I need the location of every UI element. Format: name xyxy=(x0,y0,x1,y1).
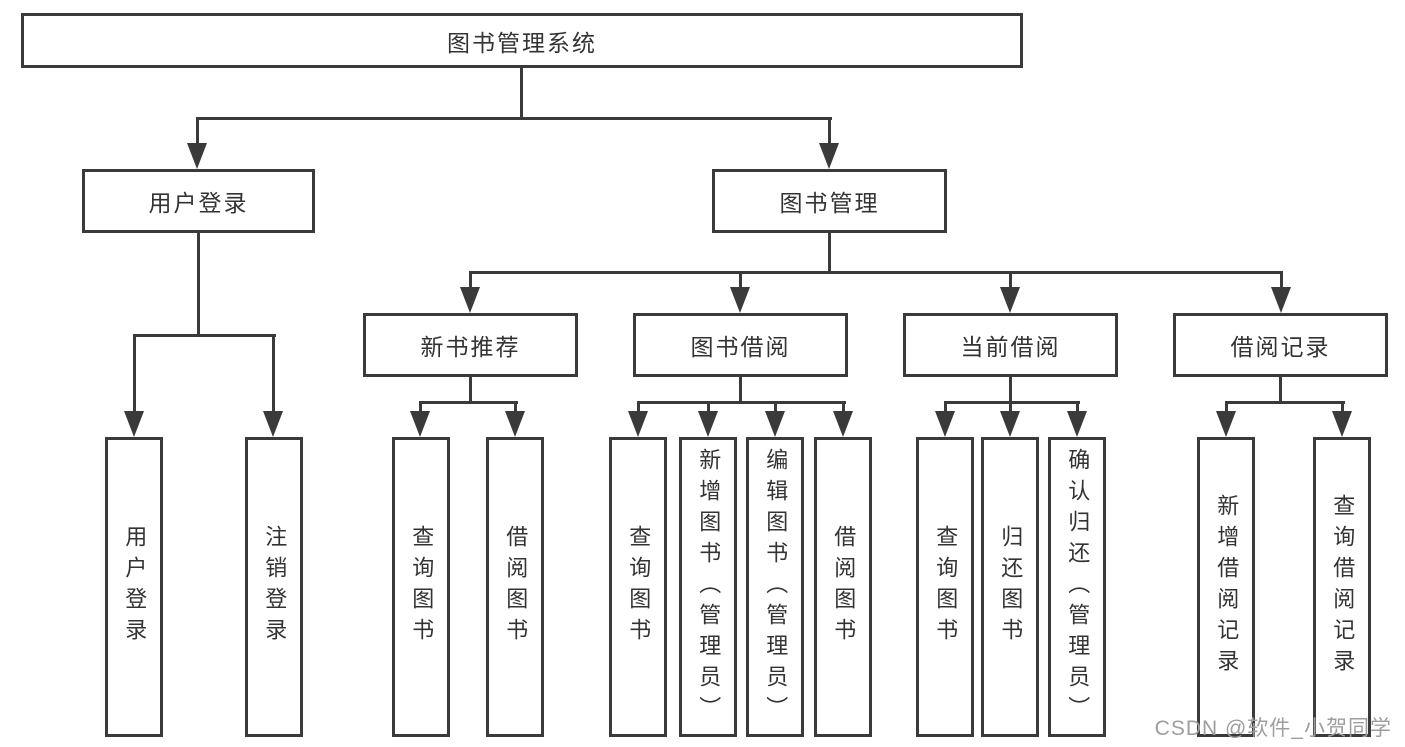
connector-line xyxy=(637,401,640,415)
connector-line xyxy=(469,271,472,291)
connector-line xyxy=(419,401,518,404)
leaf-query-books-current: 查询图书 xyxy=(916,437,974,737)
connector-line xyxy=(196,117,199,147)
arrow-down-icon xyxy=(410,411,430,437)
connector-line xyxy=(944,401,1080,404)
connector-line xyxy=(637,401,846,404)
arrow-down-icon xyxy=(765,411,785,437)
node-book-management: 图书管理 xyxy=(712,169,947,233)
node-current-borrowing: 当前借阅 xyxy=(903,313,1118,377)
connector-line xyxy=(1279,377,1282,404)
leaf-borrow-books-recommend: 借阅图书 xyxy=(486,437,544,737)
connector-line xyxy=(739,377,742,404)
arrow-down-icon xyxy=(628,411,648,437)
leaf-query-books-borrowing: 查询图书 xyxy=(609,437,667,737)
arrow-down-icon xyxy=(1332,411,1352,437)
leaf-query-borrow-record: 查询借阅记录 xyxy=(1313,437,1371,737)
arrow-down-icon xyxy=(819,143,839,169)
leaf-return-books: 归还图书 xyxy=(981,437,1039,737)
arrow-down-icon xyxy=(1000,411,1020,437)
arrow-down-icon xyxy=(1067,411,1087,437)
connector-line xyxy=(1009,377,1012,404)
connector-line xyxy=(196,117,832,120)
leaf-user-login: 用户登录 xyxy=(105,437,163,737)
connector-line xyxy=(707,401,710,415)
connector-line xyxy=(739,271,742,291)
connector-line xyxy=(1009,401,1012,415)
connector-line xyxy=(197,233,200,337)
leaf-edit-books-admin: 编辑图书（管理员） xyxy=(746,437,804,737)
node-book-borrowing: 图书借阅 xyxy=(633,313,848,377)
connector-line xyxy=(469,377,472,404)
leaf-add-books-admin: 新增图书（管理员） xyxy=(679,437,737,737)
connector-line xyxy=(1076,401,1079,415)
arrow-down-icon xyxy=(505,411,525,437)
leaf-query-books-recommend: 查询图书 xyxy=(392,437,450,737)
arrow-down-icon xyxy=(698,411,718,437)
connector-line xyxy=(1341,401,1344,415)
connector-line xyxy=(520,68,523,120)
arrow-down-icon xyxy=(935,411,955,437)
node-borrowing-records: 借阅记录 xyxy=(1173,313,1388,377)
leaf-add-borrow-record: 新增借阅记录 xyxy=(1197,437,1255,737)
connector-line xyxy=(1225,401,1228,415)
connector-line xyxy=(1009,271,1012,291)
arrow-down-icon xyxy=(1000,287,1020,313)
connector-line xyxy=(1225,401,1345,404)
connector-line xyxy=(944,401,947,415)
connector-line xyxy=(133,334,276,337)
node-new-book-recommend: 新书推荐 xyxy=(363,313,578,377)
arrow-down-icon xyxy=(460,287,480,313)
node-library-management-system: 图书管理系统 xyxy=(21,13,1023,68)
arrow-down-icon xyxy=(263,411,283,437)
leaf-confirm-return-admin: 确认归还（管理员） xyxy=(1048,437,1106,737)
connector-line xyxy=(828,233,831,274)
arrow-down-icon xyxy=(730,287,750,313)
leaf-logout: 注销登录 xyxy=(245,437,303,737)
csdn-watermark: CSDN @软件_小贺同学 xyxy=(1154,717,1392,740)
arrow-down-icon xyxy=(124,411,144,437)
connector-line xyxy=(828,117,831,147)
arrow-down-icon xyxy=(1271,287,1291,313)
arrow-down-icon xyxy=(833,411,853,437)
connector-line xyxy=(133,334,136,415)
node-user-login: 用户登录 xyxy=(82,169,315,233)
arrow-down-icon xyxy=(187,143,207,169)
connector-line xyxy=(514,401,517,415)
connector-line xyxy=(1280,271,1283,291)
connector-line xyxy=(272,334,275,415)
leaf-borrow-books: 借阅图书 xyxy=(814,437,872,737)
connector-line xyxy=(469,271,1283,274)
connector-line xyxy=(842,401,845,415)
connector-line xyxy=(419,401,422,415)
arrow-down-icon xyxy=(1216,411,1236,437)
connector-line xyxy=(774,401,777,415)
